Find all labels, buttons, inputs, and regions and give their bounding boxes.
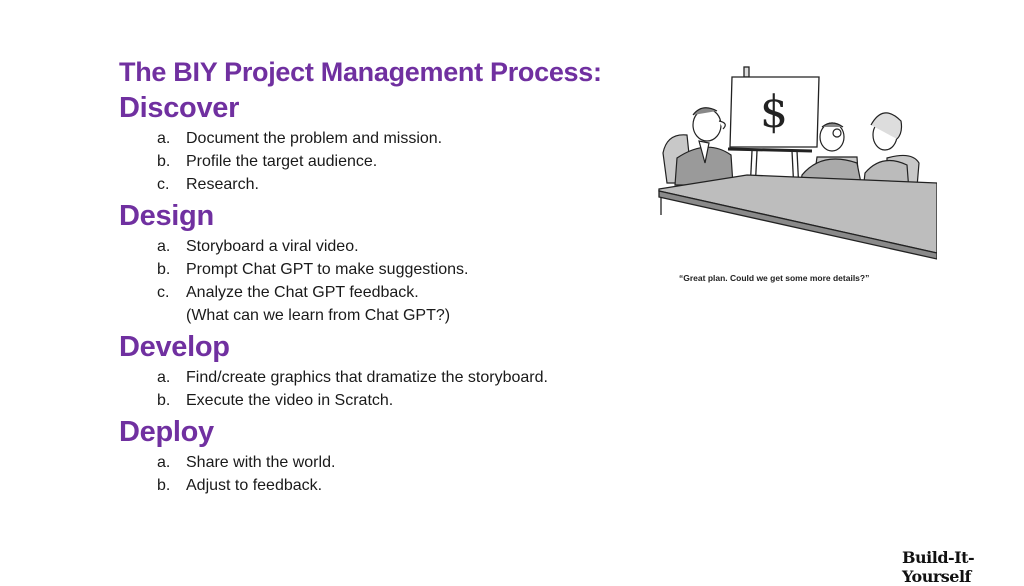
svg-text:$: $: [760, 87, 788, 138]
list-item-text: Adjust to feedback.: [186, 477, 323, 494]
list-marker: a.: [157, 369, 171, 386]
list-item-text: Share with the world.: [186, 454, 336, 471]
list-item-text: Find/create graphics that dramatize the …: [186, 369, 548, 386]
section-discover: Discover a. Document the problem and miss…: [119, 90, 659, 196]
step-list: a. Find/create graphics that dramatize th…: [119, 366, 659, 412]
section-heading: Discover: [119, 92, 240, 124]
list-item: c. Analyze the Chat GPT feedback.: [119, 281, 659, 304]
section-heading: Deploy: [119, 416, 214, 448]
section-deploy: Deploy a. Share with the world. b. Adjust …: [119, 414, 659, 497]
list-item-text: Document the problem and mission.: [186, 130, 443, 147]
cartoon-caption: “Great plan. Could we get some more deta…: [679, 273, 870, 283]
step-list: a. Document the problem and mission. b. Pr…: [119, 127, 659, 196]
list-item-text: Storyboard a viral video.: [186, 238, 359, 255]
list-item: c. Research.: [119, 173, 659, 196]
left-businessman-figure: [662, 107, 734, 186]
list-item-text: Analyze the Chat GPT feedback.: [186, 284, 419, 301]
list-item: b. Prompt Chat GPT to make suggestions.: [119, 258, 659, 281]
list-item-text: Execute the video in Scratch.: [186, 392, 394, 409]
list-item: b. Execute the video in Scratch.: [119, 389, 659, 412]
process-outline: The BIY Project Management Process: Disc…: [119, 54, 659, 497]
list-marker: a.: [157, 454, 171, 471]
slide-title: The BIY Project Management Process:: [119, 57, 602, 87]
list-item: a. Document the problem and mission.: [119, 127, 659, 150]
list-item-text: (What can we learn from Chat GPT?): [186, 307, 451, 324]
list-marker: b.: [157, 261, 171, 278]
easel-icon: $: [727, 66, 820, 192]
list-item-text: Research.: [186, 176, 259, 193]
build-it-yourself-logo: Build-It-Yourself: [902, 548, 975, 586]
list-marker: b.: [157, 392, 171, 409]
list-marker: a.: [157, 238, 171, 255]
conference-table: [658, 174, 938, 260]
list-item: a. Find/create graphics that dramatize th…: [119, 366, 659, 389]
cartoon-illustration: $: [658, 66, 938, 260]
meeting-cartoon: $: [657, 63, 938, 288]
list-item: a. Storyboard a viral video.: [119, 235, 659, 258]
list-item-text: Prompt Chat GPT to make suggestions.: [186, 261, 469, 278]
list-marker: a.: [157, 130, 171, 147]
list-marker: b.: [157, 477, 171, 494]
list-marker: b.: [157, 153, 171, 170]
list-marker: c.: [157, 176, 170, 193]
section-heading: Develop: [119, 331, 230, 363]
section-heading: Design: [119, 200, 214, 232]
list-item-continuation: (What can we learn from Chat GPT?): [119, 304, 659, 327]
list-item: b. Profile the target audience.: [119, 150, 659, 173]
businesswoman-figure: [862, 112, 920, 192]
list-item: b. Adjust to feedback.: [119, 474, 659, 497]
section-design: Design a. Storyboard a viral video. b. Pro…: [119, 198, 659, 327]
list-item: a. Share with the world.: [119, 451, 659, 474]
list-marker: c.: [157, 284, 170, 301]
list-marker: [119, 304, 186, 327]
list-item-text: Profile the target audience.: [186, 153, 378, 170]
step-list: a. Share with the world. b. Adjust to feed…: [119, 451, 659, 497]
section-develop: Develop a. Find/create graphics that dram…: [119, 329, 659, 412]
step-list: a. Storyboard a viral video. b. Prompt Cha…: [119, 235, 659, 327]
